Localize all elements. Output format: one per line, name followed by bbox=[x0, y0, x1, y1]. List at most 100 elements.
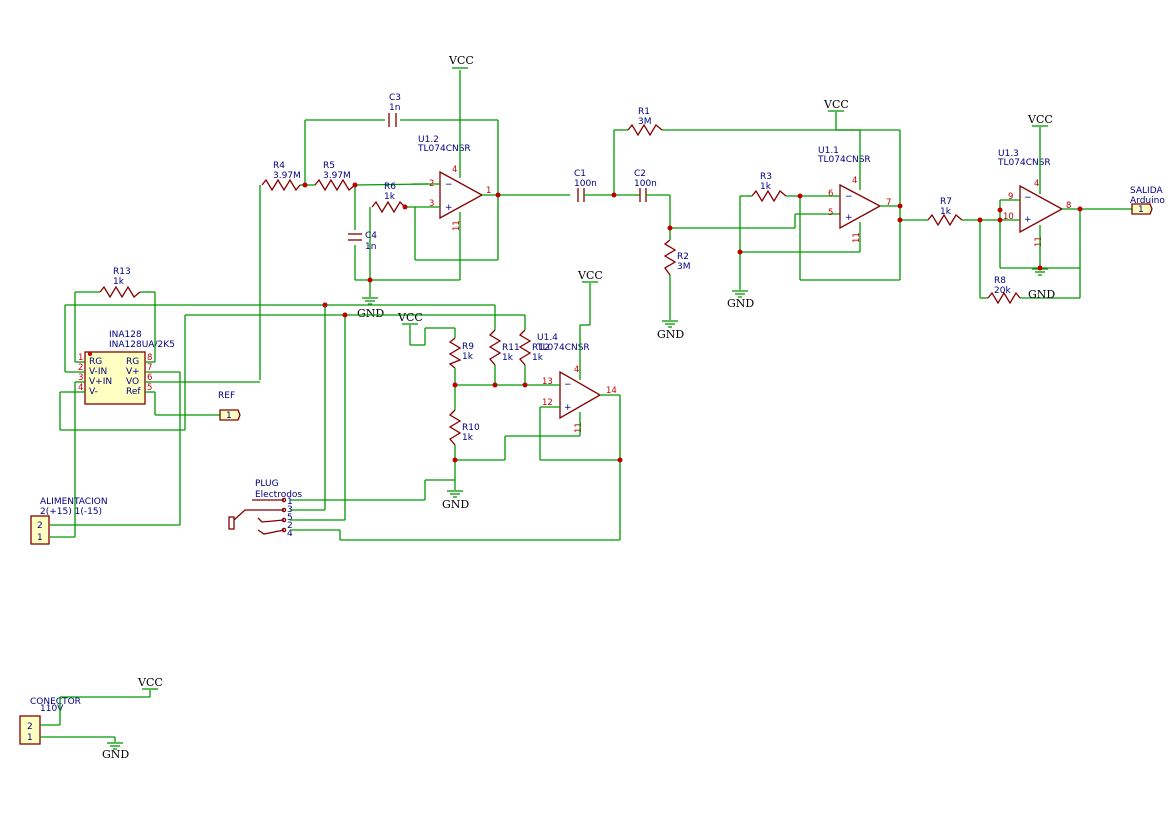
svg-text:R3: R3 bbox=[760, 172, 772, 182]
svg-text:11: 11 bbox=[574, 422, 584, 433]
svg-text:1: 1 bbox=[226, 411, 232, 421]
ina-wires bbox=[50, 291, 525, 538]
svg-text:1k: 1k bbox=[940, 207, 952, 217]
salida-connector: 1 SALIDA Arduino bbox=[1130, 186, 1165, 215]
svg-text:PLUG: PLUG bbox=[255, 479, 279, 489]
r9-resistor: R9 1k bbox=[448, 337, 474, 369]
svg-text:C3: C3 bbox=[389, 93, 401, 103]
svg-text:11: 11 bbox=[852, 232, 862, 243]
r10-resistor: R10 1k bbox=[448, 409, 480, 446]
vcc-symbol: VCC bbox=[577, 269, 603, 283]
vcc-symbol: VCC bbox=[448, 54, 474, 69]
r5-resistor: R5 3.97M bbox=[314, 161, 356, 192]
r4-resistor: R4 3.97M bbox=[261, 161, 301, 192]
svg-text:Electrodos: Electrodos bbox=[255, 490, 302, 500]
svg-text:INA128UA/2K5: INA128UA/2K5 bbox=[109, 340, 175, 350]
svg-text:R4: R4 bbox=[273, 161, 285, 171]
svg-text:2(+15) 1(-15): 2(+15) 1(-15) bbox=[40, 507, 102, 517]
svg-text:−: − bbox=[845, 192, 853, 202]
svg-text:VCC: VCC bbox=[1027, 113, 1053, 126]
svg-text:TL074CNSR: TL074CNSR bbox=[997, 158, 1051, 168]
svg-text:4: 4 bbox=[452, 165, 457, 175]
svg-text:GND: GND bbox=[357, 307, 384, 320]
svg-text:7: 7 bbox=[886, 198, 891, 208]
svg-text:GND: GND bbox=[657, 328, 684, 341]
svg-text:GND: GND bbox=[102, 748, 129, 761]
r6-resistor: R6 1k bbox=[371, 182, 406, 214]
svg-text:VCC: VCC bbox=[397, 311, 423, 324]
svg-text:1k: 1k bbox=[462, 433, 474, 443]
junctions bbox=[302, 182, 1083, 463]
c4-capacitor: C4 1n bbox=[348, 231, 377, 252]
svg-text:TL074CNSR: TL074CNSR bbox=[417, 144, 471, 154]
svg-text:1k: 1k bbox=[502, 353, 514, 363]
svg-text:Arduino: Arduino bbox=[1130, 196, 1165, 206]
svg-text:U1.1: U1.1 bbox=[818, 146, 839, 156]
svg-text:REF: REF bbox=[218, 391, 235, 401]
r8-resistor: R8 20k bbox=[987, 276, 1021, 305]
svg-text:100n: 100n bbox=[634, 179, 657, 189]
gnd-symbol: GND bbox=[657, 320, 684, 341]
svg-text:VCC: VCC bbox=[823, 98, 849, 111]
svg-text:4: 4 bbox=[1034, 179, 1039, 189]
svg-text:R12: R12 bbox=[532, 343, 550, 353]
svg-text:12: 12 bbox=[542, 398, 553, 408]
svg-text:7: 7 bbox=[147, 363, 152, 373]
svg-text:R10: R10 bbox=[462, 423, 480, 433]
svg-text:R8: R8 bbox=[994, 276, 1006, 286]
svg-text:TL074CNSR: TL074CNSR bbox=[536, 343, 590, 353]
wire bbox=[354, 183, 429, 186]
svg-text:6: 6 bbox=[828, 189, 833, 199]
svg-text:TL074CNSR: TL074CNSR bbox=[817, 155, 871, 165]
svg-text:V-IN: V-IN bbox=[89, 367, 107, 377]
svg-text:10: 10 bbox=[1003, 212, 1014, 222]
r2-resistor: R2 3M bbox=[663, 239, 691, 276]
plug-connector: PLUG Electrodos 1 3 5 2 4 bbox=[228, 479, 302, 539]
svg-text:3: 3 bbox=[78, 373, 83, 383]
vcc-symbol: VCC bbox=[397, 311, 423, 325]
r7-resistor: R7 1k bbox=[927, 197, 963, 227]
svg-text:13: 13 bbox=[542, 377, 553, 387]
svg-text:1: 1 bbox=[486, 186, 491, 196]
c3-capacitor: C3 1n bbox=[388, 93, 401, 127]
svg-text:INA128: INA128 bbox=[109, 330, 142, 340]
svg-text:+: + bbox=[845, 213, 853, 223]
vcc-symbol: VCC bbox=[137, 676, 163, 690]
svg-text:2: 2 bbox=[78, 363, 83, 373]
svg-text:11: 11 bbox=[452, 220, 462, 231]
svg-text:2: 2 bbox=[287, 521, 293, 531]
gnd-symbol: GND bbox=[102, 742, 129, 761]
svg-text:+: + bbox=[445, 203, 453, 213]
svg-text:−: − bbox=[564, 380, 572, 390]
svg-text:8: 8 bbox=[1066, 201, 1071, 211]
svg-text:4: 4 bbox=[78, 383, 83, 393]
svg-text:1: 1 bbox=[78, 353, 83, 363]
svg-text:−: − bbox=[1024, 193, 1032, 203]
svg-text:RG: RG bbox=[126, 357, 139, 367]
ina128-chip: RG V-IN V+IN V- RG V+ VO Ref 1 2 3 4 8 7… bbox=[78, 330, 175, 405]
svg-text:3M: 3M bbox=[677, 262, 691, 272]
r1-resistor: R1 3M bbox=[627, 107, 663, 137]
gnd-symbol: GND bbox=[442, 490, 469, 511]
svg-text:C1: C1 bbox=[574, 169, 586, 179]
svg-text:1k: 1k bbox=[113, 277, 125, 287]
svg-text:9: 9 bbox=[1008, 192, 1013, 202]
svg-text:R7: R7 bbox=[940, 197, 952, 207]
svg-text:U1.3: U1.3 bbox=[998, 149, 1019, 159]
svg-text:4: 4 bbox=[574, 365, 579, 375]
vcc-symbol: VCC bbox=[823, 98, 849, 112]
ref-connector: 1 REF bbox=[218, 391, 241, 421]
svg-text:5: 5 bbox=[287, 513, 293, 523]
svg-text:C2: C2 bbox=[634, 169, 646, 179]
r11-resistor: R11 1k bbox=[488, 329, 520, 366]
svg-text:1: 1 bbox=[287, 497, 293, 507]
r13-resistor: R13 1k bbox=[99, 267, 141, 299]
svg-text:1k: 1k bbox=[384, 192, 396, 202]
gnd-symbol: GND bbox=[727, 290, 754, 310]
svg-text:GND: GND bbox=[727, 297, 754, 310]
svg-text:R1: R1 bbox=[638, 107, 650, 117]
u12-wires bbox=[259, 70, 570, 380]
svg-text:+: + bbox=[564, 403, 572, 413]
u13-opamp: − + 9 10 8 4 11 U1.3 TL074CNSR bbox=[997, 149, 1071, 247]
